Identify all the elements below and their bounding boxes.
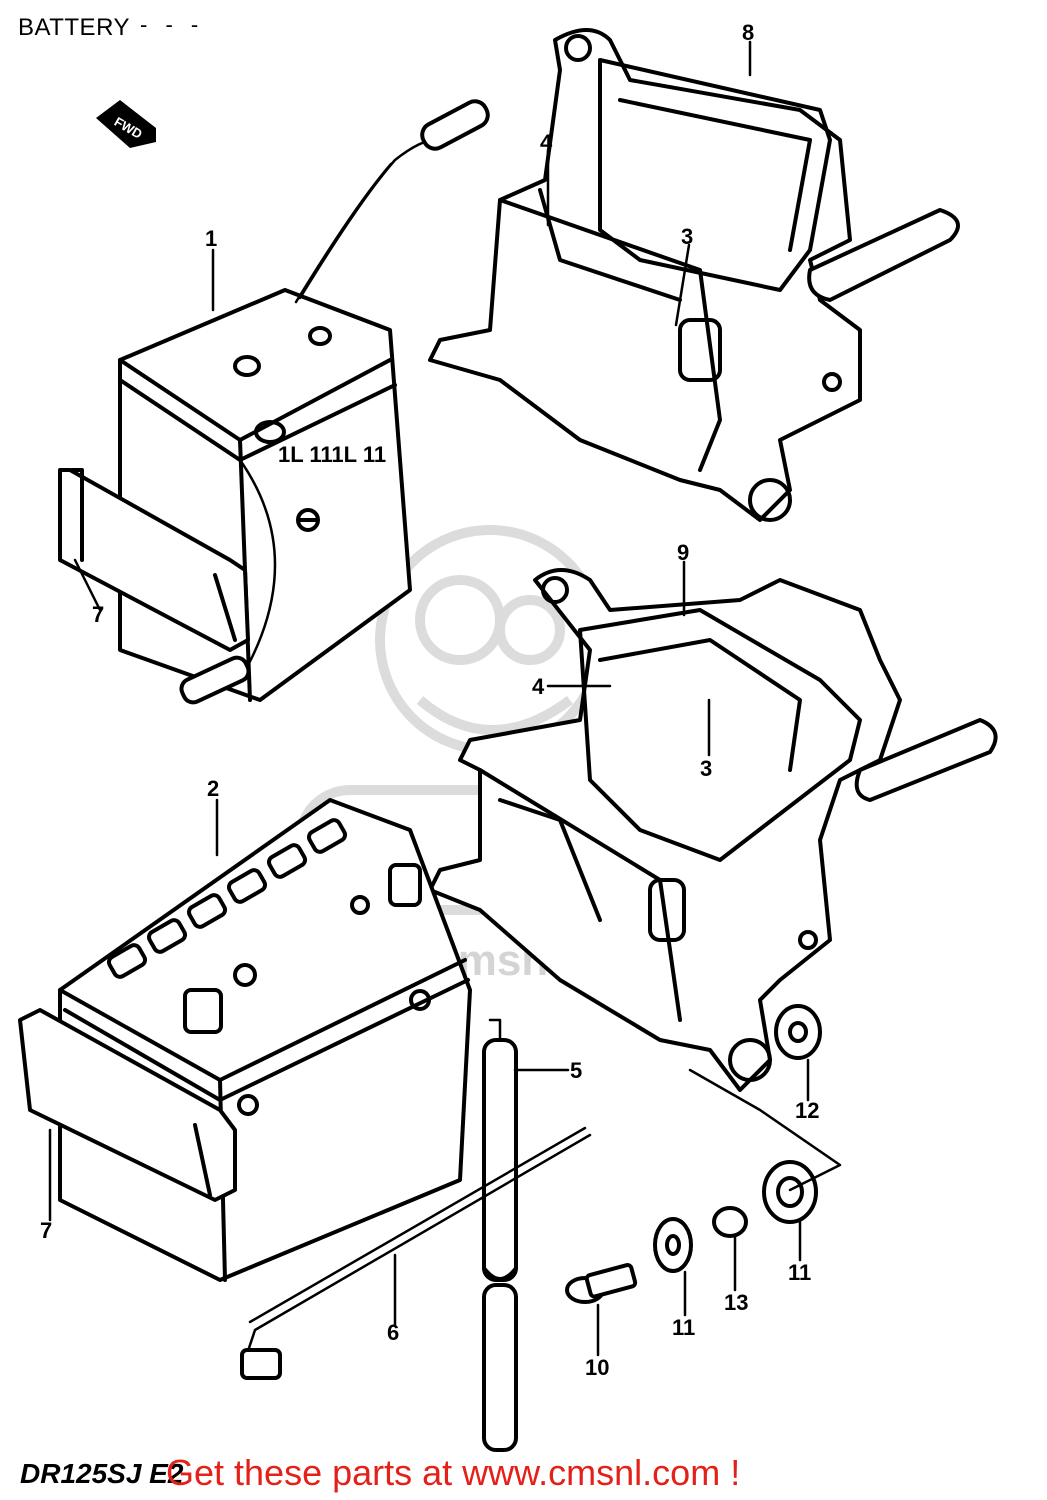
tube-guide-line: [488, 1018, 502, 1042]
callout-labels: 1 2 3 3 4 4 5 6 7 7 8 9 10 11 11 13 12: [40, 20, 819, 1380]
battery-large: [58, 798, 472, 1282]
callout-11-left: 11: [672, 1315, 695, 1340]
wire-lead: [240, 1126, 592, 1380]
fwd-arrow-icon: FWD: [96, 100, 156, 148]
collar-12: [712, 1206, 748, 1238]
callout-8: 8: [742, 20, 754, 45]
callout-12: 13: [724, 1290, 748, 1315]
callout-9: 9: [677, 540, 689, 565]
promo-link[interactable]: Get these parts at www.cmsnl.com !: [166, 1452, 741, 1493]
callout-4-bottom: 4: [532, 674, 545, 699]
leader-lines: [48, 40, 810, 1357]
model-code: DR125SJ E2: [20, 1458, 184, 1489]
callout-3-top: 3: [681, 224, 693, 249]
grommet-13: [762, 1160, 818, 1224]
battery-strap-bottom: [18, 1008, 237, 1202]
assembly-guide-line: [688, 1068, 842, 1192]
battery-bracket-bottom: [428, 568, 998, 1092]
callout-5: 5: [570, 1058, 582, 1083]
callout-6: 6: [387, 1320, 399, 1345]
bolt-10: [565, 1263, 638, 1304]
callout-3-bottom: 3: [700, 756, 712, 781]
callout-13: 11: [788, 1260, 811, 1285]
washer-11a: [653, 1217, 693, 1273]
page-title: BATTERY: [18, 14, 130, 41]
callout-2: 2: [207, 776, 219, 801]
battery-cell-caps: [106, 818, 348, 979]
vent-tube: [482, 1038, 518, 1452]
callout-4-top: 4: [540, 130, 553, 155]
callout-10: 10: [585, 1355, 609, 1380]
callout-7-top: 7: [92, 602, 104, 627]
battery-strap-top: [58, 468, 250, 652]
washer-11b: [774, 1004, 822, 1060]
header-dashes: - - -: [140, 12, 205, 37]
battery-bracket-top: [428, 28, 960, 522]
svg-text:1L 111L 11: 1L 111L 11: [278, 442, 386, 467]
callout-7-bottom: 7: [40, 1218, 52, 1243]
callout-1: 1: [205, 226, 217, 251]
callout-11-right: 12: [795, 1098, 819, 1123]
